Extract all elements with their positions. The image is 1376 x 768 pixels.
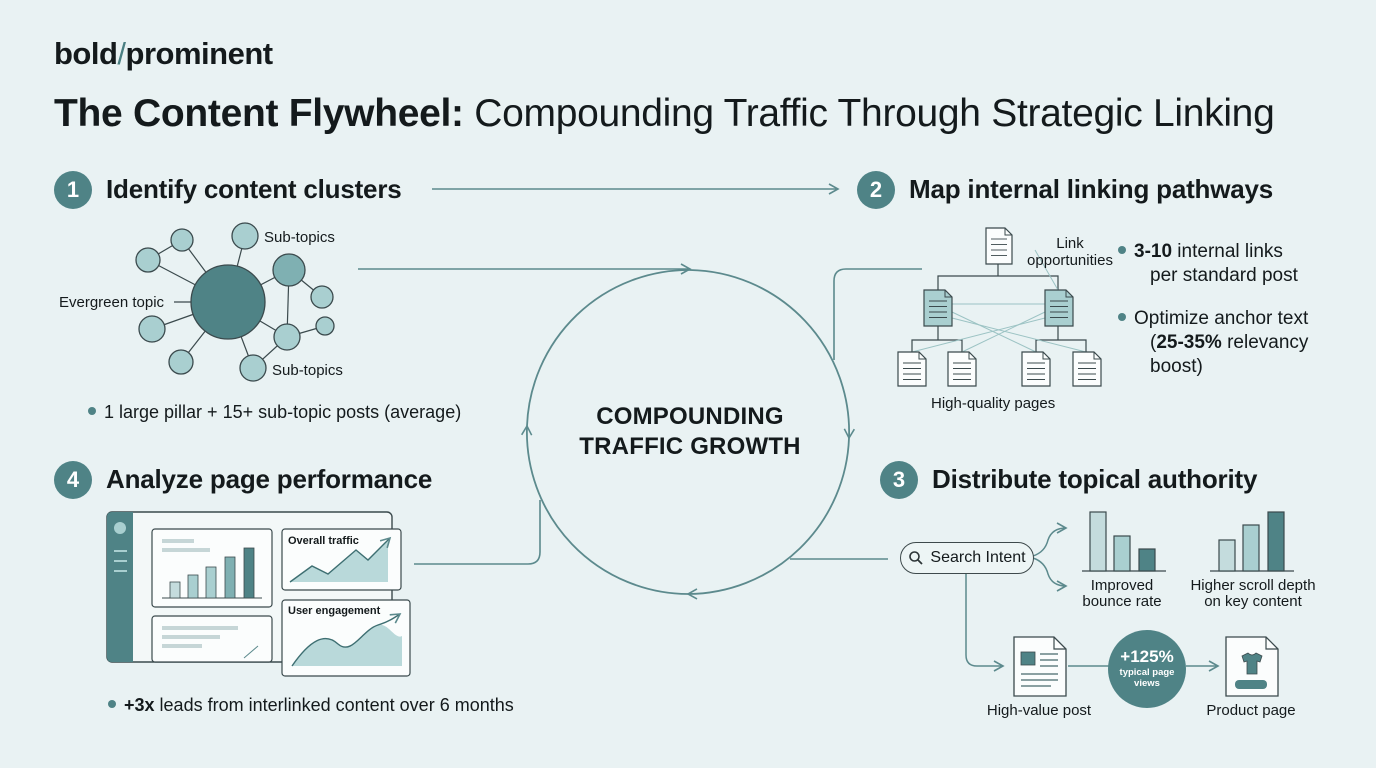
authority-branches <box>965 522 1220 672</box>
subtopic-node <box>310 285 334 309</box>
subtopic-node <box>138 315 166 343</box>
high-value-post-doc <box>1013 636 1067 697</box>
subtopic-node <box>239 354 267 382</box>
step-3-title: Distribute topical authority <box>932 464 1258 494</box>
subtopics-label-bottom: Sub-topics <box>272 362 343 379</box>
search-icon <box>909 551 924 565</box>
analytics-dashboard <box>106 511 411 677</box>
connector-links-to-flywheel <box>833 268 922 360</box>
pillar-node <box>190 264 266 340</box>
step-2-bullet-anchor: Optimize anchor text (25-35% relevancy b… <box>1118 307 1308 379</box>
flywheel-center-label: COMPOUNDING TRAFFIC GROWTH <box>579 403 801 460</box>
step-4-badge: 4 <box>54 461 92 499</box>
subtopic-node <box>168 349 194 375</box>
overall-traffic-label: Overall traffic <box>288 535 359 547</box>
subtopic-node <box>272 253 306 287</box>
subtopics-label-top: Sub-topics <box>264 229 335 246</box>
brand-logo: bold/prominent <box>54 36 273 71</box>
subtopic-node <box>315 316 335 336</box>
page-title: The Content Flywheel: Compounding Traffi… <box>54 92 1275 135</box>
flywheel-circle <box>520 269 856 600</box>
page-document-icon <box>1072 351 1102 387</box>
step-1-title: Identify content clusters <box>106 174 402 204</box>
flywheel-arrow-bottom-left <box>686 437 850 600</box>
page-document-icon <box>1021 351 1051 387</box>
page-document-icon <box>923 289 953 327</box>
cross-links <box>911 249 1087 353</box>
step-1-badge: 1 <box>54 171 92 209</box>
step-4-title: Analyze page performance <box>106 464 433 494</box>
step-1-bullet: 1 large pillar + 15+ sub-topic posts (av… <box>88 402 461 423</box>
step-2-bullet-links: 3-10 internal links per standard post <box>1118 240 1298 288</box>
high-quality-pages-label: High-quality pages <box>931 395 1056 412</box>
flywheel-arrow-left-up <box>520 424 689 595</box>
step-4-bullet: +3x leads from interlinked content over … <box>108 695 514 716</box>
subtopic-node <box>231 222 259 250</box>
page-views-stat: +125% typical page views <box>1108 630 1186 708</box>
product-page-label: Product page <box>1206 702 1296 719</box>
search-intent-pill: Search Intent <box>900 542 1034 574</box>
subtopic-node <box>170 228 194 252</box>
page-document-icon <box>947 351 977 387</box>
flywheel-arrow-top-right <box>689 269 856 440</box>
page-document-icon <box>1044 289 1074 327</box>
product-page-doc <box>1225 636 1279 697</box>
step-3-badge: 3 <box>880 461 918 499</box>
subtopic-node <box>273 323 301 351</box>
user-engagement-label: User engagement <box>288 605 381 617</box>
page-document-icon <box>985 227 1013 265</box>
bounce-rate-bars <box>1082 511 1166 572</box>
high-value-post-label: High-value post <box>986 702 1092 719</box>
evergreen-topic-label: Evergreen topic <box>59 294 165 311</box>
flywheel-arc-top-left <box>526 269 691 427</box>
subtopic-node <box>135 247 161 273</box>
connector-dashboard-to-flywheel <box>414 500 541 565</box>
step-2-badge: 2 <box>857 171 895 209</box>
page-document-icon <box>897 351 927 387</box>
link-tree <box>911 264 1087 352</box>
step-2-title: Map internal linking pathways <box>909 174 1274 204</box>
scroll-depth-bars <box>1210 511 1294 572</box>
